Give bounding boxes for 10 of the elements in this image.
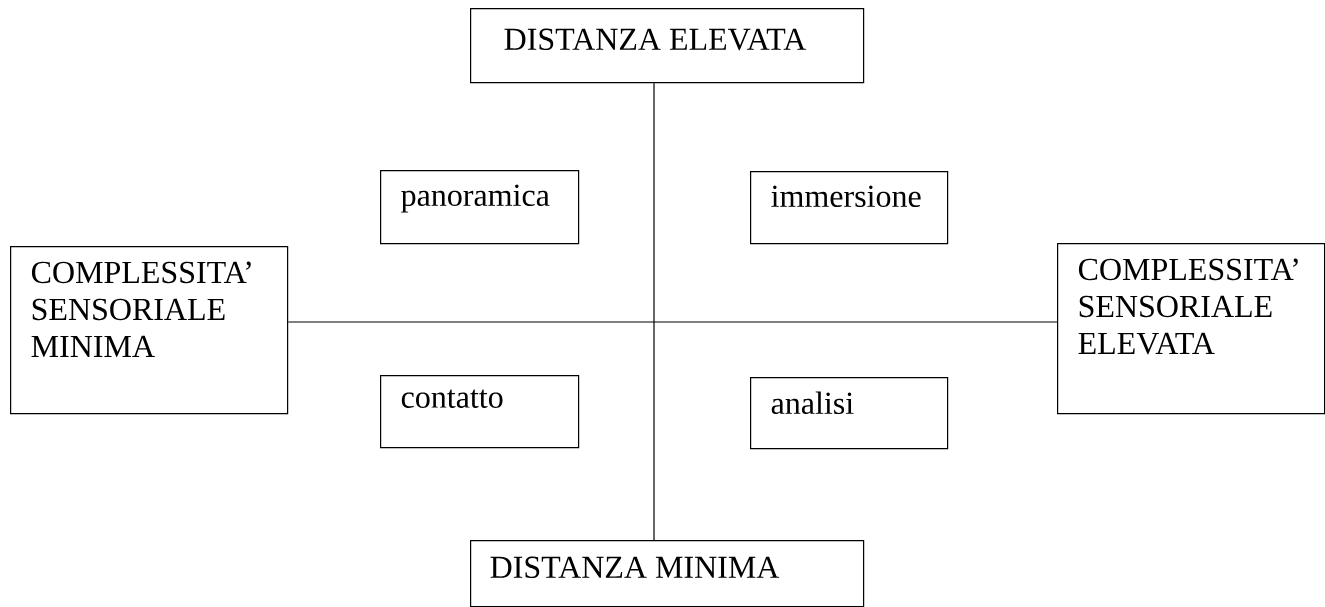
quadrant-box: panoramica	[380, 170, 580, 245]
axis-label-box: COMPLESSITA’ SENSORIALE ELEVATA	[1057, 243, 1325, 415]
quadrant-box: analisi	[750, 377, 949, 450]
quadrant-box: contatto	[380, 375, 580, 449]
axis-label-box: DISTANZA ELEVATA	[470, 8, 865, 84]
axis-label-box: COMPLESSITA’ SENSORIALE MINIMA	[10, 246, 289, 415]
axis-line	[287, 321, 1058, 323]
quadrant-box: immersione	[750, 171, 949, 245]
axis-label-box: DISTANZA MINIMA	[470, 540, 865, 607]
axis-line	[653, 82, 655, 541]
